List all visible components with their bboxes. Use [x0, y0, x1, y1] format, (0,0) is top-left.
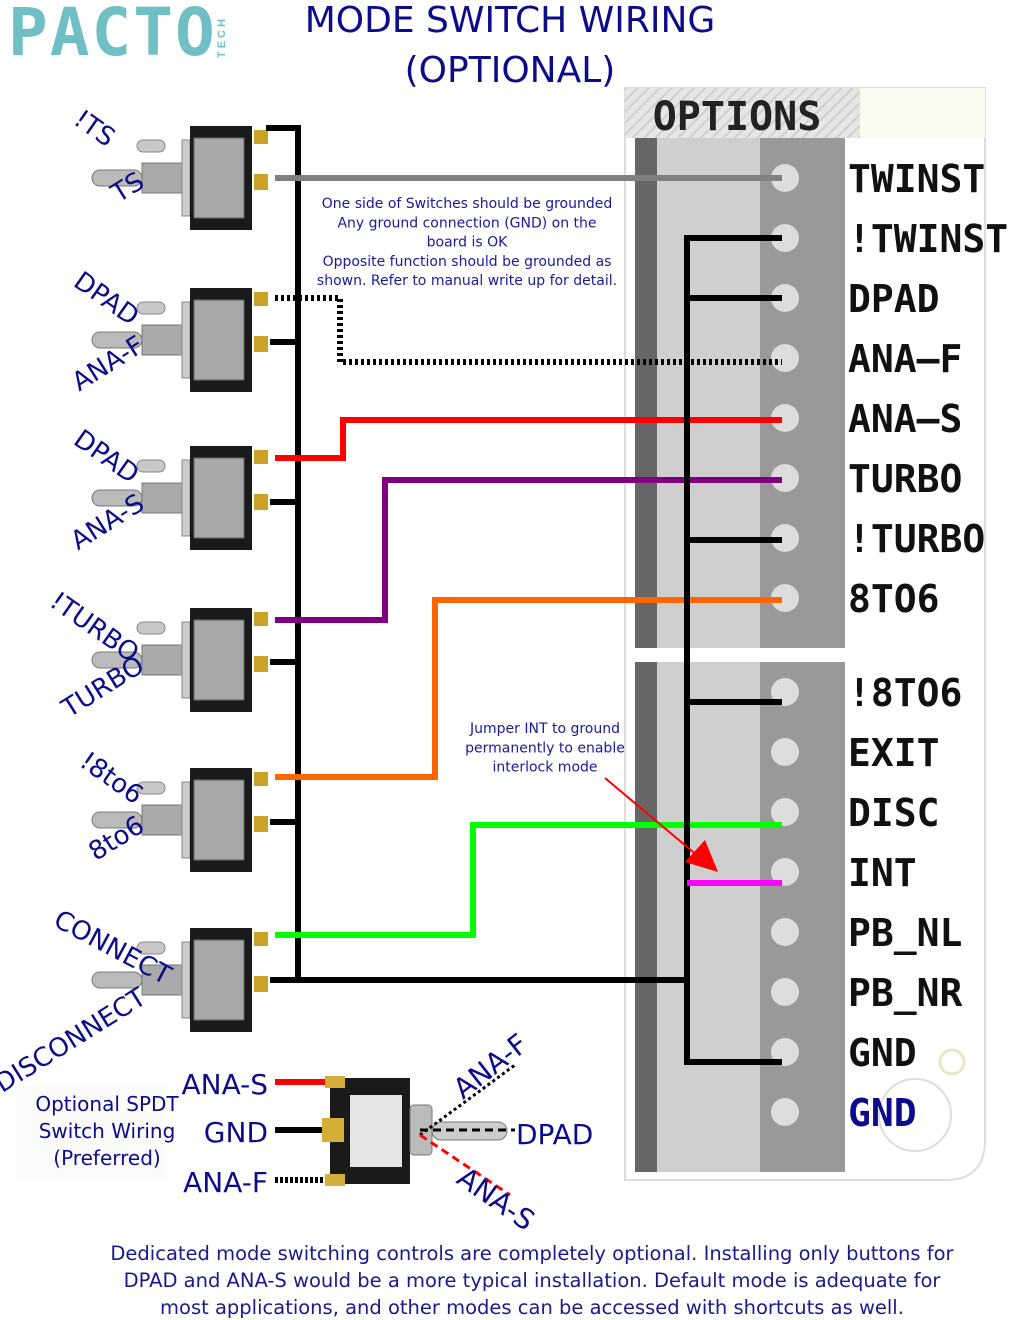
pin-hole — [771, 344, 799, 372]
switch-label-up: DPAD — [68, 424, 144, 490]
switch-label-down: DISCONNECT — [0, 982, 152, 1099]
pin-hole — [771, 978, 799, 1006]
pin-label: 8TO6 — [848, 577, 940, 621]
wire-ground-bus — [266, 125, 301, 980]
jumper-note-line: interlock mode — [492, 760, 597, 776]
pin-label: TURBO — [848, 457, 962, 501]
mount-hole — [878, 1078, 952, 1152]
spdt-switch: Optional SPDT Switch Wiring (Preferred) … — [15, 1027, 593, 1237]
spdt-caption-2: Switch Wiring — [39, 1119, 176, 1143]
wire-8to6 — [275, 597, 782, 780]
pin-hole — [771, 858, 799, 886]
jumper-note-line: Jumper INT to ground — [469, 721, 620, 737]
spdt-right-ana-s: ANA-S — [451, 1161, 541, 1238]
ground-note-line: shown. Refer to manual write up for deta… — [317, 273, 617, 289]
wire-disc — [275, 822, 782, 938]
ground-note-line: board is OK — [427, 235, 509, 251]
mount-hole-small — [938, 1048, 966, 1076]
pin-hole — [771, 798, 799, 826]
pin-label: ANA–F — [848, 337, 962, 381]
connector-block-2 — [635, 662, 845, 1172]
pin-hole — [771, 524, 799, 552]
wire-board-ground-bus — [684, 235, 782, 1065]
footer-line-2: DPAD and ANA-S would be a more typical i… — [124, 1269, 942, 1292]
wire-ana-s — [275, 417, 782, 461]
pin-label: TWINST — [848, 157, 985, 201]
footer-line-3: most applications, and other modes can b… — [160, 1296, 904, 1319]
switch-label-up: !8to6 — [74, 746, 148, 811]
spdt-right-dpad: DPAD — [516, 1118, 593, 1151]
pin-label: !8TO6 — [848, 671, 962, 715]
pin-hole — [771, 918, 799, 946]
pacto-tech-logo: PACTO TECH — [8, 0, 228, 71]
pin-label: GND — [848, 1031, 917, 1075]
pin-hole — [771, 164, 799, 192]
spdt-left-ana-f: ANA-F — [183, 1166, 268, 1199]
pin-label: EXIT — [848, 731, 940, 775]
wire-ground-stubs — [270, 339, 687, 983]
svg-text:PACTO: PACTO — [8, 0, 217, 71]
wire-ana-f-dotted — [275, 295, 782, 365]
jumper-note-line: permanently to enable — [465, 740, 625, 756]
footer-line-1: Dedicated mode switching controls are co… — [110, 1242, 954, 1265]
spdt-caption-1: Optional SPDT — [35, 1092, 179, 1116]
pin-hole — [771, 584, 799, 612]
spdt-left-ana-s: ANA-S — [181, 1068, 268, 1101]
ground-note: One side of Switches should be groundedA… — [317, 196, 617, 289]
switch-label-up: DPAD — [68, 266, 144, 332]
spdt-right-ana-f: ANA-F — [447, 1027, 534, 1105]
jumper-note: Jumper INT to ground permanently to enabl… — [465, 721, 625, 776]
spdt-caption-3: (Preferred) — [53, 1146, 160, 1170]
spdt-left-gnd: GND — [204, 1116, 268, 1149]
pin-label: INT — [848, 851, 917, 895]
jumper-arrow-line — [604, 777, 706, 863]
options-board: OPTIONS TWINST !TWINST DPAD ANA–F ANA–S TURBO… — [624, 87, 1008, 1181]
switch-label-up: !TS — [68, 104, 120, 153]
pin-label: PB_NL — [848, 911, 962, 955]
ground-note-line: One side of Switches should be grounded — [322, 196, 613, 212]
pin-label: !TWINST — [848, 217, 1008, 261]
pin-label: ANA–S — [848, 397, 962, 441]
ground-note-line: Opposite function should be grounded as — [323, 254, 612, 270]
pin-label: DISC — [848, 791, 940, 835]
pin-hole — [771, 464, 799, 492]
pin-label: GND — [848, 1091, 917, 1135]
pin-hole — [771, 284, 799, 312]
pin-hole — [771, 224, 799, 252]
pin-label: !TURBO — [848, 517, 985, 561]
connector-block-1 — [635, 138, 845, 648]
pin-label: PB_NR — [848, 971, 963, 1015]
wires — [266, 125, 782, 1065]
options-header: OPTIONS — [653, 94, 822, 140]
pin-hole — [771, 1098, 799, 1126]
pin-hole — [771, 738, 799, 766]
svg-text:TECH: TECH — [216, 16, 228, 58]
jumper-arrow-head — [685, 840, 718, 872]
title-line-2: (OPTIONAL) — [405, 50, 616, 91]
title-line-1: MODE SWITCH WIRING — [305, 0, 716, 41]
wire-turbo — [275, 477, 782, 623]
pin-label: DPAD — [848, 277, 940, 321]
ground-note-line: Any ground connection (GND) on the — [337, 215, 596, 231]
pin-hole — [771, 404, 799, 432]
